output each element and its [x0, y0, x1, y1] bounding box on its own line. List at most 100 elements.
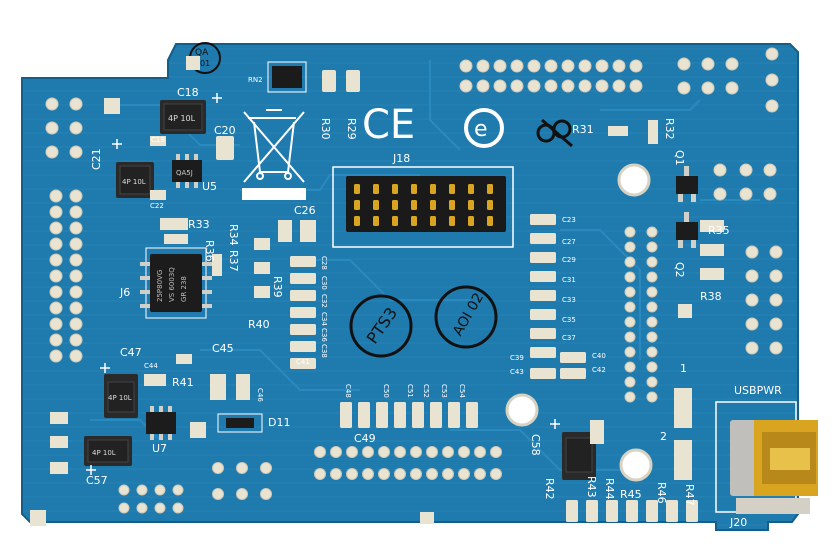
label-c37: C37	[562, 334, 576, 342]
header-pad	[713, 187, 727, 201]
reg2-marking: 4P 10L	[122, 178, 146, 186]
capacitor	[560, 368, 586, 379]
capacitor	[412, 402, 424, 428]
smd-components	[50, 70, 724, 480]
header-pad	[544, 79, 558, 93]
reg3-marking: 4P 10L	[108, 394, 132, 402]
header-pad	[763, 187, 777, 201]
header-pad	[595, 59, 609, 73]
resistor-array-rn2	[267, 61, 307, 93]
j18-pin	[411, 216, 417, 226]
header-pad	[493, 79, 507, 93]
label-one: 1	[680, 362, 687, 375]
header-pad	[118, 502, 130, 514]
header-pad	[69, 189, 83, 203]
header-pad	[154, 484, 166, 496]
header-pad	[612, 79, 626, 93]
j18-pin	[354, 216, 360, 226]
regulator-c47: 4P 10L	[104, 374, 138, 418]
label-r29: R29	[345, 118, 358, 140]
header-pad	[646, 286, 658, 298]
header-pad	[330, 446, 342, 458]
header-pad	[510, 59, 524, 73]
header-pad	[362, 446, 374, 458]
j18-pin	[411, 200, 417, 210]
header-pad	[69, 121, 83, 135]
header-pad	[646, 241, 658, 253]
label-c46: C46	[256, 388, 264, 402]
header-pad	[493, 59, 507, 73]
label-c20: C20	[214, 124, 236, 137]
header-pad	[362, 468, 374, 480]
j18-pin	[392, 200, 398, 210]
label-r40: R40	[248, 318, 270, 331]
j18-pin	[411, 184, 417, 194]
capacitor	[466, 402, 478, 428]
label-u7: U7	[152, 442, 167, 455]
header-pad	[136, 502, 148, 514]
resistor	[566, 500, 578, 522]
header-pad	[646, 271, 658, 283]
j18-pin-header	[332, 166, 514, 248]
header-pad	[49, 253, 63, 267]
svg-text:e: e	[474, 117, 488, 142]
header-pad	[69, 301, 83, 315]
j18-pin	[468, 216, 474, 226]
header-pad	[49, 269, 63, 283]
right-header-pads	[713, 163, 783, 355]
header-pad	[624, 241, 636, 253]
header-pad	[474, 468, 486, 480]
capacitor	[340, 402, 352, 428]
header-pad	[624, 301, 636, 313]
header-pad	[154, 502, 166, 514]
header-pad	[677, 81, 691, 95]
header-pad	[629, 59, 643, 73]
j18-pin	[373, 216, 379, 226]
header-pad	[49, 237, 63, 251]
label-j6: J6	[119, 286, 130, 299]
header-pad	[646, 301, 658, 313]
header-pad	[172, 502, 184, 514]
header-pad	[561, 79, 575, 93]
label-c27: C27	[562, 238, 576, 246]
j18-pin	[430, 184, 436, 194]
header-pad	[314, 468, 326, 480]
header-pad	[677, 57, 691, 71]
header-pad	[745, 269, 759, 283]
flash-marking-3: GR 238	[180, 276, 188, 302]
header-pad	[629, 79, 643, 93]
header-pad	[49, 349, 63, 363]
label-c45: C45	[212, 342, 234, 355]
header-pad	[769, 293, 783, 307]
capacitor	[376, 402, 388, 428]
label-c18: C18	[177, 86, 199, 99]
label-c21: C21	[90, 148, 103, 170]
j18-pin	[449, 184, 455, 194]
capacitor	[530, 233, 556, 244]
j18-pin	[487, 200, 493, 210]
label-c48: C48	[344, 384, 352, 398]
header-pad	[69, 237, 83, 251]
label-c43: C43	[510, 368, 524, 376]
capacitor	[530, 328, 556, 339]
header-pad	[458, 468, 470, 480]
header-pad	[612, 59, 626, 73]
j18-pin	[430, 200, 436, 210]
mounting-hole-icon	[617, 163, 651, 197]
header-pad	[765, 99, 779, 113]
chip-u5: QA5J	[172, 154, 202, 188]
e-cycle-icon: e	[464, 108, 504, 148]
j18-pin	[373, 184, 379, 194]
header-pad	[725, 57, 739, 71]
header-pad	[49, 189, 63, 203]
label-c40: C40	[592, 352, 606, 360]
label-r35: R35	[708, 224, 730, 237]
capacitor	[358, 402, 370, 428]
header-pad	[212, 488, 224, 500]
label-r39: R39	[271, 276, 284, 298]
resistor	[666, 500, 678, 522]
diode-d11	[217, 413, 263, 433]
label-c54: C54	[458, 384, 466, 398]
label-c35: C35	[562, 316, 576, 324]
label-c34: C34	[320, 312, 328, 326]
